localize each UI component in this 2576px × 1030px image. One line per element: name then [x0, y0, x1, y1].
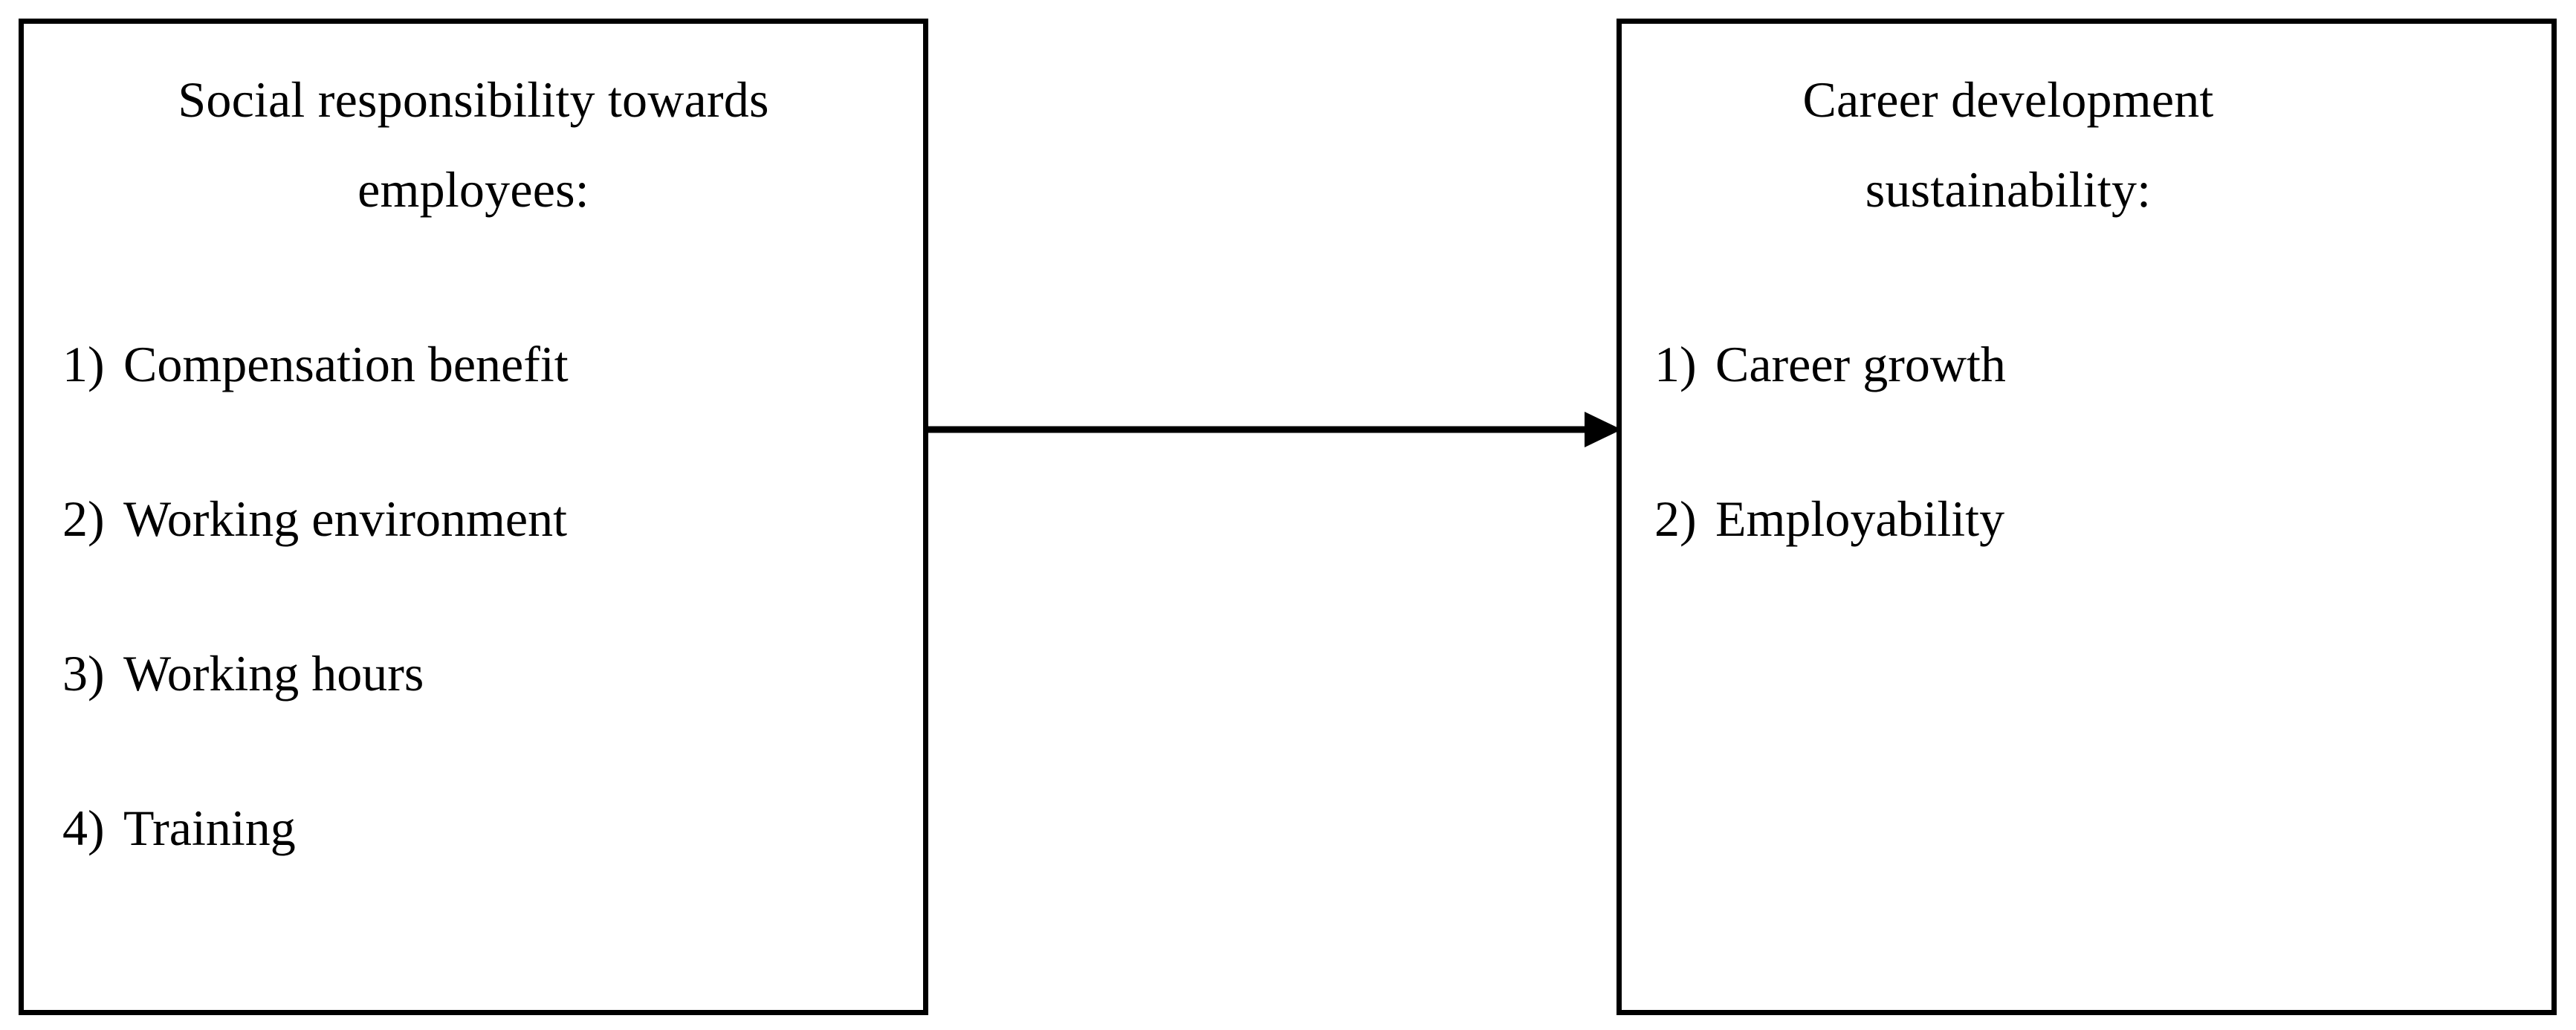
list-marker: 1): [1654, 336, 1697, 392]
list-item: 2) Working environment: [62, 493, 880, 648]
list-marker: 3): [62, 645, 105, 702]
list-item-label: Training: [123, 800, 296, 856]
list-item: 2) Employability: [1654, 493, 2509, 648]
list-item-label: Career growth: [1715, 336, 2006, 392]
list-marker: 4): [62, 800, 105, 856]
list-item-label: Compensation benefit: [123, 336, 569, 392]
left-node-title: Social responsibility towards employees:: [178, 71, 769, 218]
node-box-social-responsibility: Social responsibility towards employees:…: [19, 19, 928, 1015]
arrow-right-icon: [923, 412, 1622, 447]
list-item: 3) Working hours: [62, 648, 880, 803]
node-box-career-development: Career development sustainability: 1) Ca…: [1617, 19, 2557, 1015]
list-item-label: Working hours: [123, 645, 424, 702]
list-marker: 2): [1654, 490, 1697, 547]
list-item-label: Working environment: [123, 490, 567, 547]
list-item: 1) Compensation benefit: [62, 339, 880, 493]
list-marker: 2): [62, 490, 105, 547]
right-node-list: 1) Career growth 2) Employability: [1654, 339, 2509, 648]
right-node-title: Career development sustainability:: [1802, 71, 2214, 218]
list-item: 1) Career growth: [1654, 339, 2509, 493]
list-item: 4) Training: [62, 803, 880, 957]
list-item-label: Employability: [1715, 490, 2005, 547]
left-node-list: 1) Compensation benefit 2) Working envir…: [62, 339, 880, 957]
list-marker: 1): [62, 336, 105, 392]
